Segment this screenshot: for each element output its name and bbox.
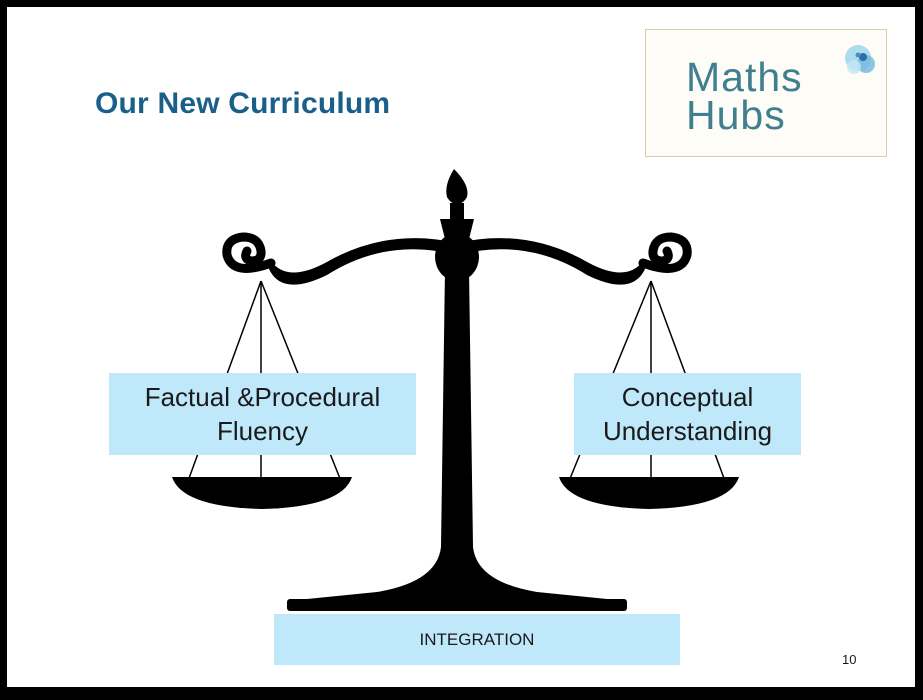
left-pan: [172, 477, 352, 509]
scale-left-scroll: [222, 232, 276, 273]
left-pan-label: Factual &Procedural Fluency: [109, 373, 416, 455]
right-pan-label: Conceptual Understanding: [574, 373, 801, 455]
balance-scale-illustration: [172, 169, 739, 611]
page-number: 10: [842, 652, 857, 667]
scale-finial: [446, 169, 468, 204]
scale-beam: [269, 238, 645, 285]
logo-dots-icon: [845, 45, 875, 74]
integration-label: INTEGRATION: [274, 614, 680, 665]
slide: Our New Curriculum Maths Hubs: [7, 7, 915, 687]
slide-title: Our New Curriculum: [95, 87, 391, 120]
scale-finial-collar: [440, 219, 474, 239]
logo-text: Maths Hubs: [686, 54, 803, 138]
maths-hubs-logo: Maths Hubs: [645, 29, 887, 157]
scale-base: [287, 599, 627, 611]
right-pan: [559, 477, 739, 509]
scale-column: [307, 269, 607, 607]
scale-right-scroll: [638, 232, 692, 273]
scale-finial-neck: [450, 203, 464, 219]
